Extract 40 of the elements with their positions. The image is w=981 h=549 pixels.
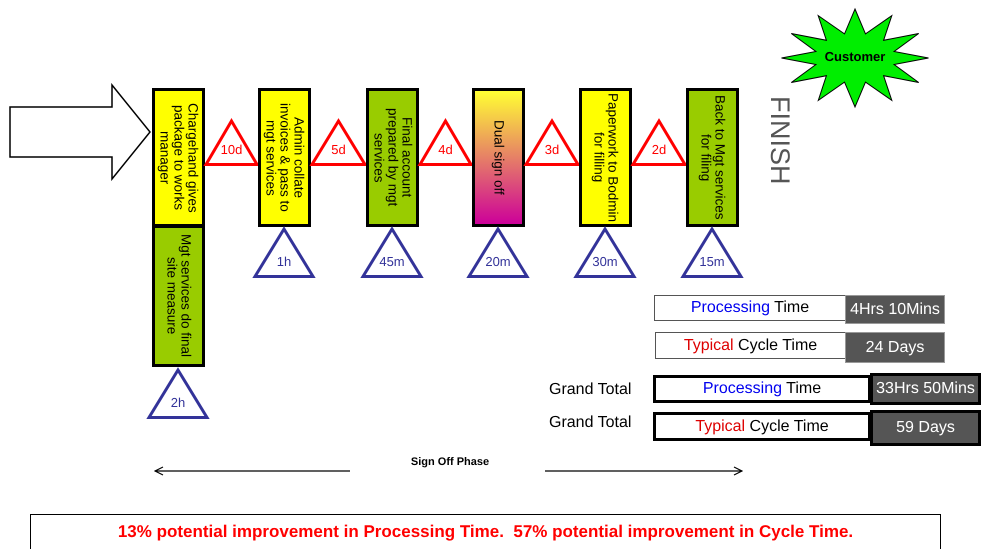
metric-label: Processing Time [653,375,871,403]
process-box [579,88,632,227]
process-box [152,225,205,367]
wait-time: 4d [437,142,454,157]
phase-label: Sign Off Phase [410,456,490,468]
wait-time: 3d [544,142,560,157]
wait-time: 10d [220,142,244,157]
process-box [686,88,739,227]
process-text: Admin collate invoices & pass to mgt services [264,102,306,214]
wait-time: 2d [650,142,668,157]
processing-time: 20m [484,254,512,269]
processing-time: 1h [276,254,292,269]
metric-label: Typical Cycle Time [653,412,871,441]
process-text: Back to Mgt services for filing [698,94,726,222]
process-text: Mgt services do final site measure [164,233,192,360]
metric-value: 33Hrs 50Mins [870,373,981,405]
customer-label: Customer [824,49,886,64]
metric-label: Processing Time [654,295,846,321]
grand-total-label: Grand Total [549,414,632,432]
metric-label: Typical Cycle Time [655,332,846,359]
processing-time: 15m [698,254,726,269]
processing-time: 30m [591,254,619,269]
finish-label: FINISH [764,96,795,185]
process-box [258,88,311,227]
metric-value: 4Hrs 10Mins [845,295,945,324]
metric-value: 24 Days [845,332,945,363]
process-box [472,88,525,227]
grand-total-label: Grand Total [549,381,632,399]
block-arrow [9,82,151,182]
process-box [152,88,205,227]
process-text: Dual sign off [492,120,506,195]
processing-time: 2h [170,395,186,410]
process-text: Chargehand gives package to works manager [158,102,200,214]
process-text: Final account prepared by mgt services [372,107,414,209]
process-text: Paperwork to Bodmin for filling [592,92,620,224]
metric-value: 59 Days [870,410,981,446]
processing-time: 45m [378,254,406,269]
process-box [366,88,419,227]
wait-time: 5d [330,142,347,157]
improvement-note: 13% potential improvement in Processing Time. 57% potential improvement in Cycle Time. [30,514,941,549]
